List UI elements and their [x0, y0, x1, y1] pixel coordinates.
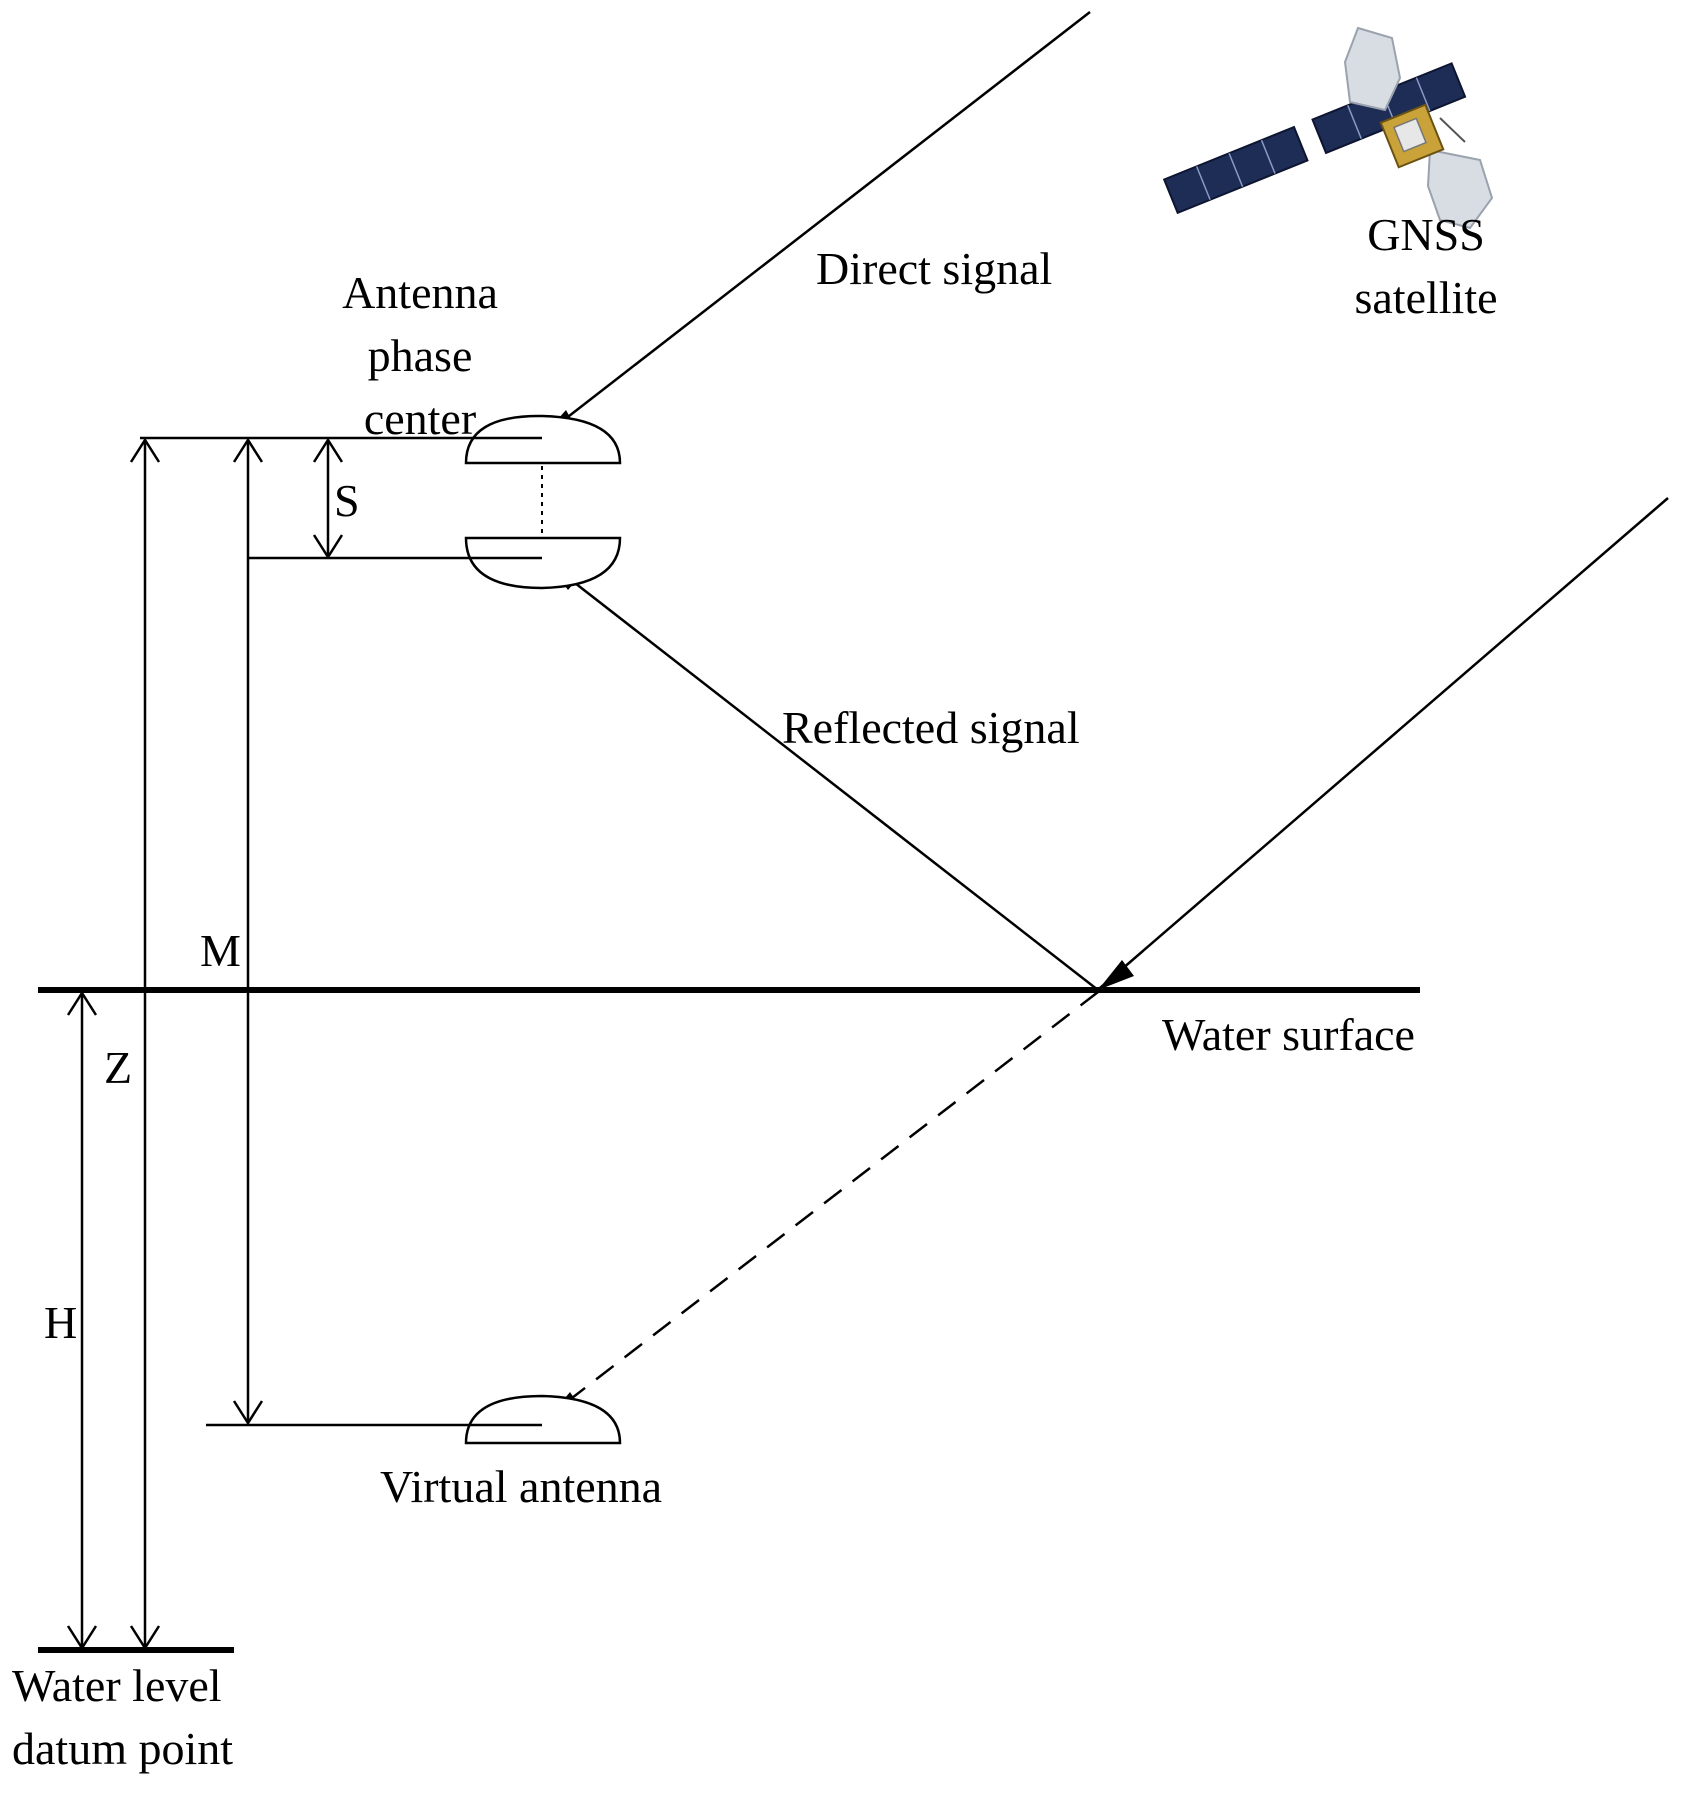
dimension-m: [232, 437, 264, 1426]
water-surface-label: Water surface: [1162, 1009, 1415, 1060]
h-label: H: [44, 1297, 78, 1348]
virtual-antenna-label: Virtual antenna: [380, 1461, 663, 1512]
satellite-icon: [1162, 26, 1494, 230]
m-label: M: [200, 925, 241, 976]
antenna-label-line2: phase: [367, 330, 473, 381]
gnss-label-line2: satellite: [1354, 272, 1498, 323]
dimension-h: [129, 437, 161, 1651]
direct-signal-ray: [541, 11, 1091, 438]
antenna-label-line3: center: [363, 393, 477, 444]
direct-signal-label: Direct signal: [816, 243, 1053, 294]
dimension-s: [312, 437, 344, 560]
gnss-label-line1: GNSS: [1367, 209, 1485, 260]
antenna-bottom-dish: [464, 536, 622, 590]
antenna-label-line1: Antenna: [342, 267, 498, 318]
incident-ray: [1099, 497, 1669, 989]
virtual-antenna-dish: [464, 1394, 622, 1445]
z-label: Z: [104, 1042, 133, 1093]
s-label: S: [334, 475, 360, 526]
dimension-z: [66, 990, 98, 1651]
reflected-signal-ray: [547, 561, 1099, 991]
incident-arrowhead: [1098, 960, 1134, 990]
datum-label-line1: Water level: [12, 1660, 222, 1711]
antenna-top-dish: [464, 414, 622, 465]
reflected-signal-label: Reflected signal: [782, 702, 1080, 753]
datum-label-line2: datum point: [12, 1723, 234, 1774]
virtual-ray-dashed: [571, 991, 1099, 1399]
